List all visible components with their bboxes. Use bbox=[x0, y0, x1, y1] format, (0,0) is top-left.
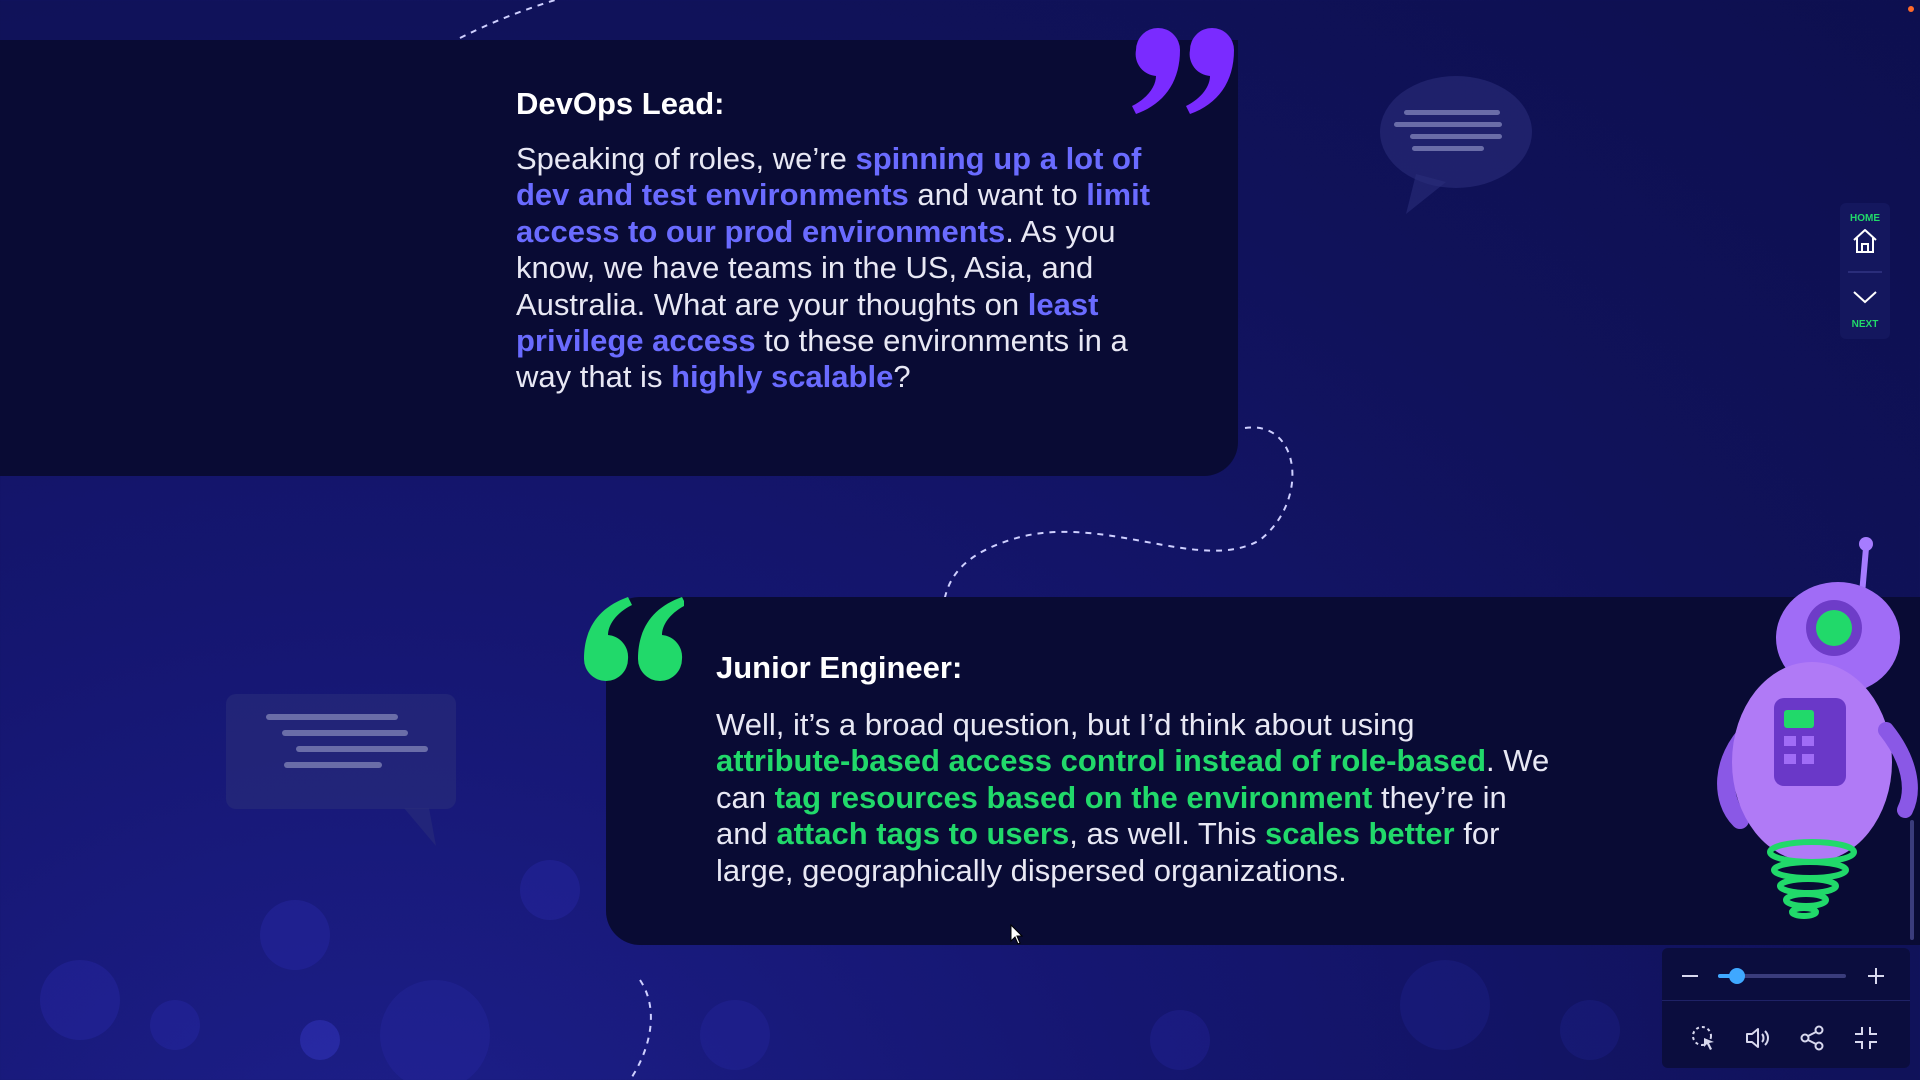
volume-icon[interactable] bbox=[1744, 1024, 1772, 1052]
highlighted-phrase: highly scalable bbox=[671, 359, 894, 395]
opening-quote-icon bbox=[584, 597, 684, 681]
home-label: HOME bbox=[1850, 213, 1880, 224]
devops-lead-message: Speaking of roles, we’re spinning up a l… bbox=[516, 141, 1176, 396]
message-text: . As you know, we have teams in the US, … bbox=[516, 213, 1116, 322]
minus-icon[interactable] bbox=[1676, 962, 1704, 990]
controls-divider bbox=[1662, 1000, 1910, 1001]
home-icon[interactable] bbox=[1851, 227, 1879, 255]
robot-illustration bbox=[1717, 537, 1918, 919]
junior-engineer-quote-card bbox=[606, 597, 1920, 945]
mouse-cursor-icon bbox=[1010, 924, 1024, 945]
devops-lead-title: DevOps Lead: bbox=[516, 86, 725, 121]
zoom-slider-handle[interactable] bbox=[1729, 968, 1746, 984]
message-text: and want to bbox=[908, 177, 1087, 213]
pointer-select-icon[interactable] bbox=[1690, 1024, 1718, 1052]
message-text: Speaking of roles, we’re bbox=[516, 141, 856, 176]
message-text: ? bbox=[893, 359, 911, 395]
chat-bubble-icon bbox=[226, 694, 456, 846]
exit-fullscreen-icon[interactable] bbox=[1852, 1024, 1880, 1052]
closing-quote-icon bbox=[1132, 28, 1234, 114]
highlighted-phrase: scales better bbox=[1265, 816, 1455, 852]
highlighted-phrase: attribute-based access control instead o… bbox=[716, 743, 1487, 779]
message-text: they’re in and bbox=[716, 779, 1507, 852]
side-navigation: HOME NEXT bbox=[1840, 203, 1890, 339]
junior-engineer-title: Junior Engineer: bbox=[716, 650, 963, 685]
highlighted-phrase: least privilege access bbox=[516, 286, 1099, 359]
junior-engineer-message: Well, it’s a broad question, but I’d thi… bbox=[716, 707, 1556, 889]
message-text: . We can bbox=[716, 743, 1550, 815]
scrollbar[interactable] bbox=[1910, 820, 1914, 940]
plus-icon[interactable] bbox=[1862, 962, 1890, 990]
highlighted-phrase: attach tags to users bbox=[776, 816, 1070, 852]
chevron-down-icon[interactable] bbox=[1851, 283, 1879, 311]
status-dot bbox=[1908, 6, 1914, 12]
player-controls bbox=[1662, 948, 1910, 1068]
highlighted-phrase: tag resources based on the environment bbox=[774, 779, 1373, 815]
share-icon[interactable] bbox=[1798, 1024, 1826, 1052]
zoom-slider-fill bbox=[1718, 974, 1738, 978]
devops-lead-quote-card bbox=[0, 40, 1238, 476]
chat-bubble-icon bbox=[1380, 76, 1532, 214]
highlighted-phrase: spinning up a lot of dev and test enviro… bbox=[516, 141, 1142, 213]
message-text: , as well. This bbox=[1069, 816, 1266, 852]
nav-divider bbox=[1848, 271, 1882, 273]
message-text: Well, it’s a broad question, but I’d thi… bbox=[716, 707, 1415, 742]
message-text: to these environments in a way that is bbox=[516, 323, 1128, 395]
highlighted-phrase: limit access to our prod environments bbox=[516, 177, 1151, 249]
zoom-slider[interactable] bbox=[1718, 968, 1846, 984]
message-text: for large, geographically dispersed orga… bbox=[716, 816, 1500, 888]
next-label[interactable]: NEXT bbox=[1851, 319, 1879, 330]
